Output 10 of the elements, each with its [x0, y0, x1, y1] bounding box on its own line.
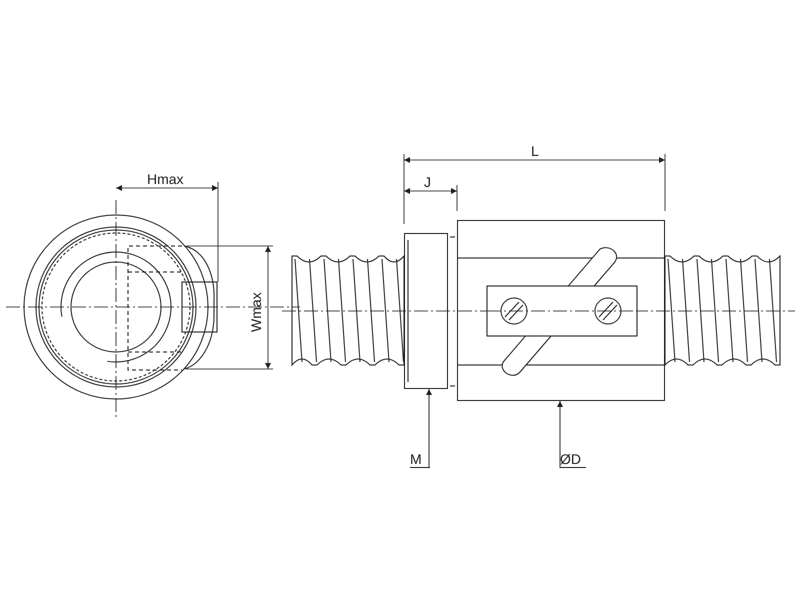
dimension-label: J — [424, 174, 431, 190]
dimension-label: Wmax — [248, 292, 264, 332]
leader-line — [557, 400, 563, 468]
flange-thread — [404, 233, 448, 389]
dimension-label: L — [531, 143, 539, 159]
dimension-label: M — [410, 451, 430, 468]
dimension-label: ØD — [560, 451, 586, 468]
leader-line — [426, 388, 432, 468]
nut-body — [457, 220, 665, 401]
dimension-label: Hmax — [147, 171, 184, 187]
